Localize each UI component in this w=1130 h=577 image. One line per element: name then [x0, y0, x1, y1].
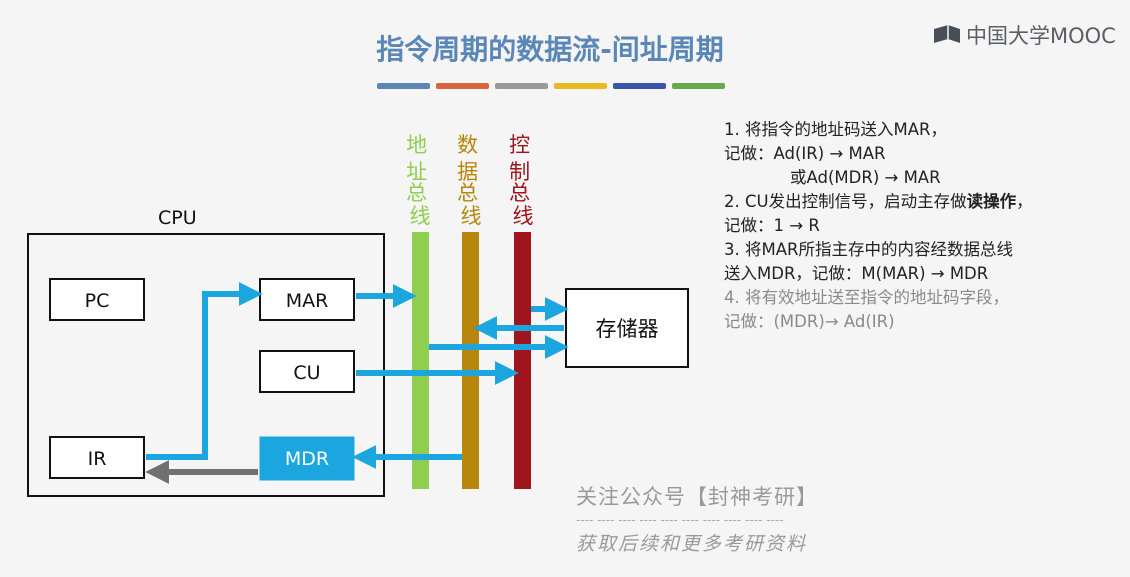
control-bus-label: 控 制 总 线	[509, 133, 537, 228]
address-bus-label-char: 总	[406, 181, 427, 205]
mdr-label: MDR	[285, 448, 329, 470]
page-title: 指令周期的数据流-间址周期	[376, 33, 724, 66]
ir-label: IR	[88, 448, 107, 470]
watermark-subtitle: 获取后续和更多考研资料	[576, 533, 808, 555]
ir-to-mar-arrow	[146, 282, 263, 460]
step-4-line-1: 4. 将有效地址送至指令的地址码字段，	[724, 288, 1009, 307]
step-2-text: 2. CU发出控制信号，启动主存做	[724, 192, 967, 211]
mar-label: MAR	[286, 290, 329, 312]
color-strip-segment	[613, 83, 666, 89]
pc-label: PC	[85, 290, 110, 312]
watermark-title: 关注公众号【封神考研】	[576, 485, 818, 509]
address-bus-label-char: 线	[410, 204, 431, 228]
address-bus-label-char: 地	[406, 133, 427, 157]
steps-list: 1. 将指令的地址码送入MAR， 记做：Ad(IR) → MAR 或Ad(MDR…	[724, 118, 1124, 334]
cpu-box	[27, 233, 385, 497]
address-bus	[412, 232, 429, 489]
step-2-punct: ，	[1016, 192, 1033, 211]
cu-unit	[259, 350, 355, 393]
color-strip-segment	[672, 83, 725, 89]
data-bus-label-char: 数	[457, 133, 478, 157]
data-bus	[462, 232, 479, 489]
step-2-emphasis: 读操作	[966, 192, 1017, 211]
mooc-logo: 中国大学MOOC	[932, 20, 1116, 50]
step-3-line-2: 送入MDR，记做：M(MAR) → MDR	[724, 264, 989, 283]
memory-label: 存储器	[596, 317, 659, 341]
address-bus-label-char: 址	[406, 160, 427, 184]
address-bus-label: 地 址 总 线	[406, 133, 434, 228]
color-strip-segment	[554, 83, 607, 89]
data-bus-label-char: 线	[461, 204, 482, 228]
step-1-line-3: 或Ad(MDR) → MAR	[790, 168, 941, 187]
cpu-label: CPU	[158, 207, 197, 229]
color-strip-segment	[377, 83, 430, 89]
color-strip	[377, 83, 725, 89]
memory-box	[565, 288, 689, 368]
mooc-logo-icon	[934, 25, 960, 43]
step-3-line-1: 3. 将MAR所指主存中的内容经数据总线	[724, 240, 1013, 259]
watermark-dashes: ---- ---- ---- ---- ---- ---- ---- ---- …	[576, 513, 784, 527]
data-bus-label: 数 据 总 线	[457, 133, 485, 228]
cu-label: CU	[293, 362, 320, 384]
control-bus-label-char: 线	[513, 204, 534, 228]
ir-register	[49, 436, 145, 479]
control-bus-label-char: 控	[509, 133, 530, 157]
step-2-line-2: 记做：1 → R	[724, 216, 820, 235]
watermark: 关注公众号【封神考研】 ---- ---- ---- ---- ---- ---…	[576, 481, 818, 556]
color-strip-segment	[495, 83, 548, 89]
step-4-line-2: 记做：(MDR)→ Ad(IR)	[724, 312, 895, 331]
color-strip-segment	[436, 83, 489, 89]
mooc-logo-text: 中国大学MOOC	[966, 24, 1116, 48]
control-bus-label-char: 制	[509, 160, 530, 184]
data-bus-label-char: 总	[457, 181, 478, 205]
mdr-register	[259, 436, 355, 481]
control-bus-label-char: 总	[509, 181, 530, 205]
step-2-line-1: 2. CU发出控制信号，启动主存做读操作，	[724, 190, 1124, 214]
data-bus-label-char: 据	[457, 160, 478, 184]
pc-register	[49, 278, 145, 321]
control-bus	[514, 232, 531, 489]
step-1-line-2: 记做：Ad(IR) → MAR	[724, 144, 886, 163]
step-1-line-1: 1. 将指令的地址码送入MAR，	[724, 120, 947, 139]
